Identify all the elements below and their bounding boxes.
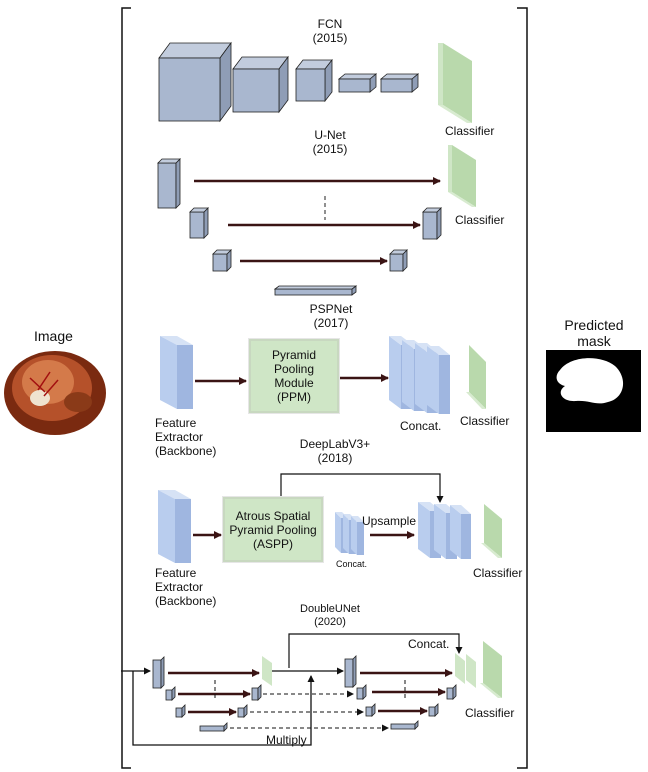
fcn-block-2 xyxy=(232,55,289,114)
doubleunet-concat-label: Concat. xyxy=(408,637,450,651)
deeplab-classifier-label: Classifier xyxy=(473,566,523,580)
pspnet-concat-stack xyxy=(389,336,450,414)
doubleunet-dashed-arrows xyxy=(214,680,406,732)
aspp-line-1: Atrous Spatial xyxy=(235,508,311,523)
predicted-mask-image xyxy=(546,350,641,432)
unet-skip-arrows xyxy=(194,177,441,265)
fcn-classifier xyxy=(438,43,472,123)
pspnet-backbone-label-3: (Backbone) xyxy=(155,444,217,458)
deeplab-concat-stack xyxy=(418,502,471,559)
input-image-title: Image xyxy=(34,328,73,344)
deeplab-title: DeepLabV3+ xyxy=(299,437,371,451)
fcn-block-1 xyxy=(158,41,232,123)
du-enc1-1 xyxy=(152,656,165,689)
pspnet-classifier xyxy=(466,345,486,409)
section-bracket xyxy=(121,7,528,769)
unet-dec-2 xyxy=(422,207,442,240)
unet-bottleneck xyxy=(273,285,358,296)
unet-classifier xyxy=(448,145,476,207)
unet-enc-1 xyxy=(157,158,181,209)
pspnet-year: (2017) xyxy=(313,316,349,330)
predicted-mask-title: Predicted mask xyxy=(564,317,624,349)
pspnet-backbone xyxy=(160,336,193,409)
unet-encoder xyxy=(157,158,442,296)
du-concat-outputs xyxy=(455,653,476,688)
unet-dec-3 xyxy=(389,249,408,272)
deeplab-classifier xyxy=(481,504,502,558)
pspnet-concat-label: Concat. xyxy=(400,419,442,433)
aspp-line-2: Pyramid Pooling xyxy=(229,522,317,537)
du-enc1-3 xyxy=(175,704,186,718)
doubleunet-arrows xyxy=(168,669,453,716)
ppm-line-1: Pyramid Pooling xyxy=(271,348,316,376)
fcn-year: (2015) xyxy=(312,31,348,45)
du-enc2-1 xyxy=(344,655,357,688)
deeplab-backbone xyxy=(158,490,191,563)
deeplab-skip-line xyxy=(280,473,444,503)
unet-title: U-Net xyxy=(314,128,346,142)
fcn-block-3 xyxy=(295,58,333,103)
du-dec2-1 xyxy=(446,684,457,700)
ppm-line-3: (PPM) xyxy=(277,390,311,404)
unet-enc-3 xyxy=(212,249,232,272)
fcn-classifier-label: Classifier xyxy=(445,124,495,138)
du-dec1-1 xyxy=(251,684,262,701)
doubleunet-year: (2020) xyxy=(314,616,346,628)
pspnet-title: PSPNet xyxy=(309,302,353,316)
aspp-line-3: (ASPP) xyxy=(252,536,293,551)
du-enc2-2 xyxy=(356,684,367,700)
doubleunet-classifier-label: Classifier xyxy=(465,706,515,720)
doubleunet-input-line xyxy=(121,667,315,746)
unet-year: (2015) xyxy=(312,142,348,156)
deeplab-backbone-label-3: (Backbone) xyxy=(155,594,217,608)
doubleunet-title: DoubleUNet xyxy=(300,603,360,615)
doubleunet-connectors xyxy=(272,633,463,675)
deeplab-aspp-stack xyxy=(335,512,364,555)
pspnet-backbone-label-1: Feature xyxy=(155,416,197,430)
pspnet-backbone-label-2: Extractor xyxy=(155,430,204,444)
unet-classifier-label: Classifier xyxy=(455,213,505,227)
ppm-line-2: Module xyxy=(274,376,314,390)
deeplab-year: (2018) xyxy=(317,451,353,465)
du-bottleneck-1 xyxy=(199,722,228,732)
du-dec1-2 xyxy=(237,704,248,718)
fcn-block-4 xyxy=(337,73,378,93)
unet-enc-2 xyxy=(189,207,209,239)
du-bottleneck-2 xyxy=(390,720,419,730)
du-dec2-2 xyxy=(428,703,439,717)
doubleunet-multiply-label: Multiply xyxy=(266,733,307,747)
fcn-title: FCN xyxy=(317,17,343,31)
input-endoscopy-image xyxy=(0,350,112,436)
fcn-block-5 xyxy=(379,73,420,93)
du-enc2-3 xyxy=(365,703,376,717)
deeplab-concat-label: Concat. xyxy=(336,559,368,569)
deeplab-upsample-label: Upsample xyxy=(362,514,417,528)
du-enc1-2 xyxy=(165,686,176,701)
doubleunet-blocks xyxy=(152,655,457,732)
du-classifier xyxy=(480,641,502,698)
fcn-encoder-blocks xyxy=(158,41,420,123)
du-mid-output xyxy=(262,656,272,686)
deeplab-backbone-label-2: Extractor xyxy=(155,580,204,594)
pspnet-classifier-label: Classifier xyxy=(460,414,510,428)
deeplab-backbone-label-1: Feature xyxy=(155,566,197,580)
